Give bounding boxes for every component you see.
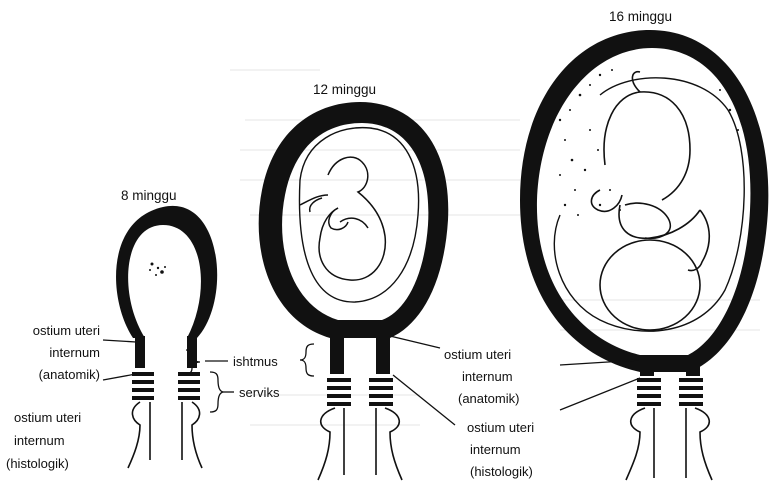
- isthmus-8-weeks-left: [135, 336, 145, 368]
- vagina-outline-12-weeks: [318, 408, 402, 480]
- label-right-anatomic-line3: (anatomik): [458, 391, 519, 406]
- title-8-weeks: 8 minggu: [121, 188, 177, 203]
- uterus-wall-8-weeks: [116, 206, 217, 338]
- label-right-histologic-line1: ostium uteri: [467, 420, 534, 435]
- label-isthmus: ishtmus: [233, 354, 278, 369]
- label-right-internal-os-anatomic: ostium uteri internum (anatomik): [444, 347, 519, 406]
- vagina-outline-16-weeks: [626, 408, 712, 480]
- isthmus-16-weeks-left: [640, 360, 654, 376]
- title-16-weeks: 16 minggu: [609, 9, 672, 24]
- uterus-wall-16-weeks: [520, 30, 768, 372]
- cervix-rings-8-weeks: [132, 372, 200, 400]
- label-left-internal-os-histologic: ostium uteri internum (histologik): [6, 410, 81, 471]
- isthmus-12-weeks-left: [330, 334, 344, 374]
- decidua-stipple-16-weeks: [559, 69, 739, 216]
- cervix-rings-12-weeks: [327, 378, 393, 406]
- isthmus-16-weeks-right: [686, 360, 700, 376]
- label-left-histologic-line3: (histologik): [6, 456, 69, 471]
- uterus-8-weeks: 8 minggu: [116, 188, 217, 468]
- label-right-histologic-line2: internum: [470, 442, 521, 457]
- label-right-histologic-line3: (histologik): [470, 464, 533, 479]
- title-12-weeks: 12 minggu: [313, 82, 376, 97]
- uterus-16-weeks: 16 minggu: [520, 9, 768, 480]
- label-cervix: serviks: [239, 385, 280, 400]
- fetus-16-weeks: [591, 72, 709, 330]
- label-right-anatomic-line1: ostium uteri: [444, 347, 511, 362]
- label-right-internal-os-histologic: ostium uteri internum (histologik): [467, 420, 534, 479]
- label-left-anatomic-line2: internum: [49, 345, 100, 360]
- cervix-rings-16-weeks: [637, 378, 703, 406]
- embryo-speck-8-weeks: [149, 263, 166, 277]
- isthmus-12-weeks-right: [376, 334, 390, 374]
- label-left-histologic-line2: internum: [14, 433, 65, 448]
- label-right-anatomic-line2: internum: [462, 369, 513, 384]
- label-left-histologic-line1: ostium uteri: [14, 410, 81, 425]
- fetus-12-weeks: [300, 157, 385, 280]
- uterus-12-weeks: 12 minggu: [259, 82, 449, 480]
- vagina-outline-8-weeks: [128, 402, 202, 468]
- label-left-anatomic-line1: ostium uteri: [33, 323, 100, 338]
- label-left-internal-os-anatomic: ostium uteri internum (anatomik): [33, 323, 100, 382]
- label-left-anatomic-line3: (anatomik): [39, 367, 100, 382]
